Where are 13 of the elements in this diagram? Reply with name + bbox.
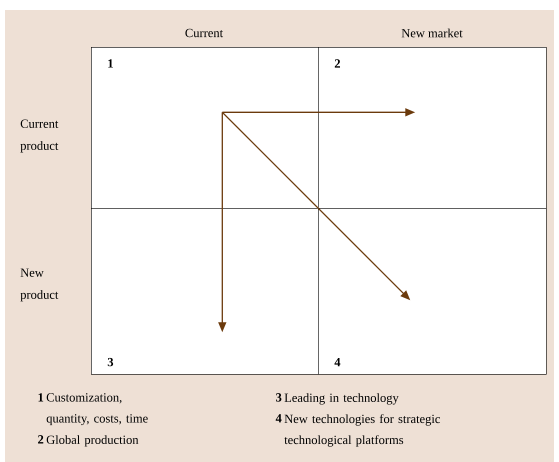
- matrix-cell: 1: [91, 47, 319, 209]
- key-number: 1: [38, 393, 44, 402]
- key-number: 4: [276, 414, 282, 422]
- key-text: Customization, quantity, costs, time: [46, 393, 148, 426]
- key-text: Leading in technology: [284, 393, 399, 405]
- matrix-cell: 2: [318, 47, 547, 209]
- row-heading: Current product: [20, 120, 58, 152]
- key-number: 3: [276, 393, 282, 402]
- key-number: 2: [38, 435, 44, 444]
- matrix-cell: 4: [318, 208, 547, 375]
- key-text: New technologies for strategic technological platforms: [284, 414, 440, 447]
- matrix-cell: 3: [91, 208, 319, 375]
- key-text: Global production: [46, 435, 138, 447]
